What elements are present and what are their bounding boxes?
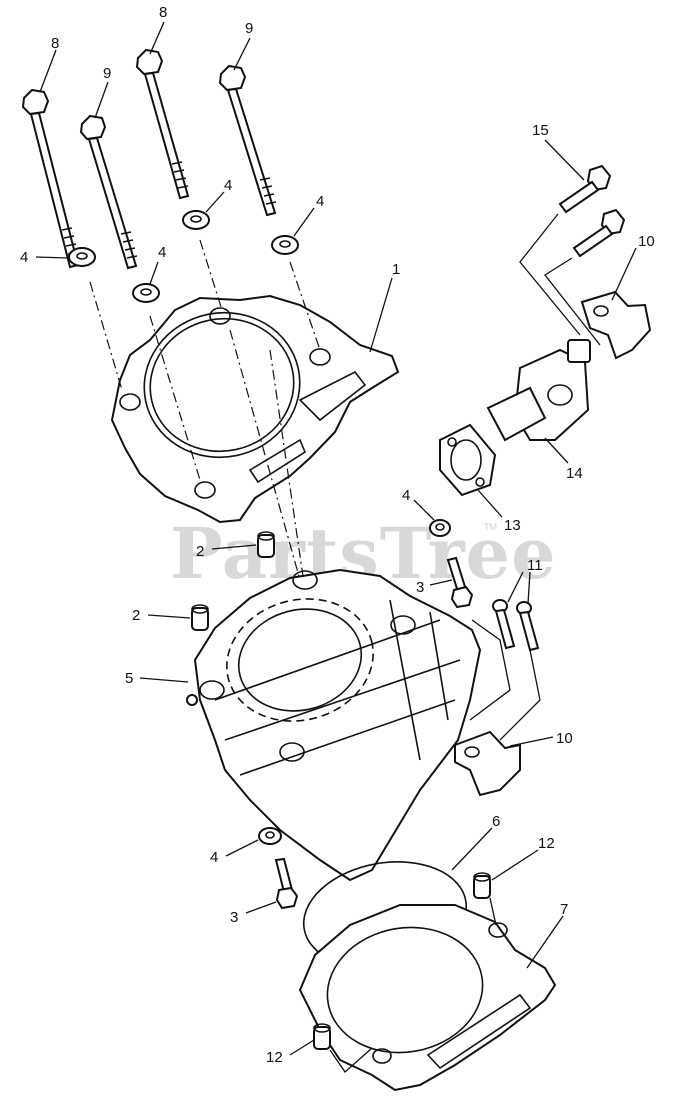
tensioner-bolt-upper (558, 164, 612, 214)
callout-10-lower: 10 (556, 730, 573, 747)
cylinder-block (186, 568, 482, 882)
washer-upper-right-b (271, 235, 299, 255)
tensioner-bolt-line-a (519, 213, 581, 336)
cam-chain-tensioner (486, 339, 591, 442)
callout-4-f: 4 (210, 849, 218, 866)
long-stud-left-8 (21, 88, 80, 269)
callout-7: 7 (560, 901, 568, 918)
callout-10-upper: 10 (638, 233, 655, 250)
dowel-pin-upper (257, 531, 275, 558)
callout-labels: 8 9 8 9 4 4 4 4 1 15 10 14 13 4 2 2 3 11… (20, 4, 655, 1066)
callout-6: 6 (492, 813, 500, 830)
bolt-to-bracket-line-b (499, 649, 541, 741)
callout-13: 13 (504, 517, 521, 534)
callout-9-right: 9 (245, 20, 253, 37)
callout-4-e: 4 (402, 487, 410, 504)
dowel-to-gasket-line (329, 1047, 373, 1073)
callout-9-left: 9 (103, 65, 111, 82)
bracket-upper (580, 290, 652, 360)
short-bolt-lower (274, 857, 299, 910)
tensioner-bolt-lower (572, 208, 626, 258)
trademark-mark: TM (484, 522, 497, 532)
callout-2-upper: 2 (196, 543, 204, 560)
washer-upper-right-a (182, 210, 210, 230)
callout-4-b: 4 (158, 244, 166, 261)
callout-5: 5 (125, 670, 133, 687)
callout-12-lower: 12 (266, 1049, 283, 1066)
tensioner-gasket (439, 423, 497, 497)
small-bolt-left (492, 599, 516, 650)
callout-4-c: 4 (224, 177, 232, 194)
head-gasket (110, 294, 400, 524)
callout-8-right: 8 (159, 4, 167, 21)
long-stud-left-9 (79, 114, 138, 270)
callout-15: 15 (532, 122, 549, 139)
callout-14: 14 (566, 465, 583, 482)
long-stud-right-8 (135, 48, 190, 200)
base-gasket (298, 904, 557, 1092)
washer-upper-middle (132, 283, 160, 303)
small-bolt-right (516, 601, 540, 652)
leader-lines (35, 21, 637, 1056)
washer-upper-left (68, 247, 96, 267)
alignment-lines (89, 239, 321, 591)
callout-3-lower: 3 (230, 909, 238, 926)
short-bolt-upper (446, 556, 474, 609)
callout-8-left: 8 (51, 35, 59, 52)
callout-3-upper: 3 (416, 579, 424, 596)
callout-1: 1 (392, 261, 400, 278)
washer-near-bolt-3 (429, 519, 451, 537)
callout-4-d: 4 (316, 193, 324, 210)
bracket-lower (454, 730, 521, 797)
dowel-pin-base-lower (313, 1023, 331, 1050)
dowel-pin-lower (191, 604, 209, 631)
long-stud-right-9 (218, 64, 277, 217)
tensioner-bolt-line-b (544, 257, 601, 346)
callout-11: 11 (527, 557, 543, 574)
callout-4-a: 4 (20, 249, 28, 266)
dowel-to-gasket-line-b (489, 897, 497, 926)
dowel-pin-base-upper (473, 872, 491, 899)
callout-12-upper: 12 (538, 835, 555, 852)
washer-lower-left (258, 827, 282, 845)
callout-2-lower: 2 (132, 607, 140, 624)
bolt-to-bracket-line (469, 619, 511, 721)
